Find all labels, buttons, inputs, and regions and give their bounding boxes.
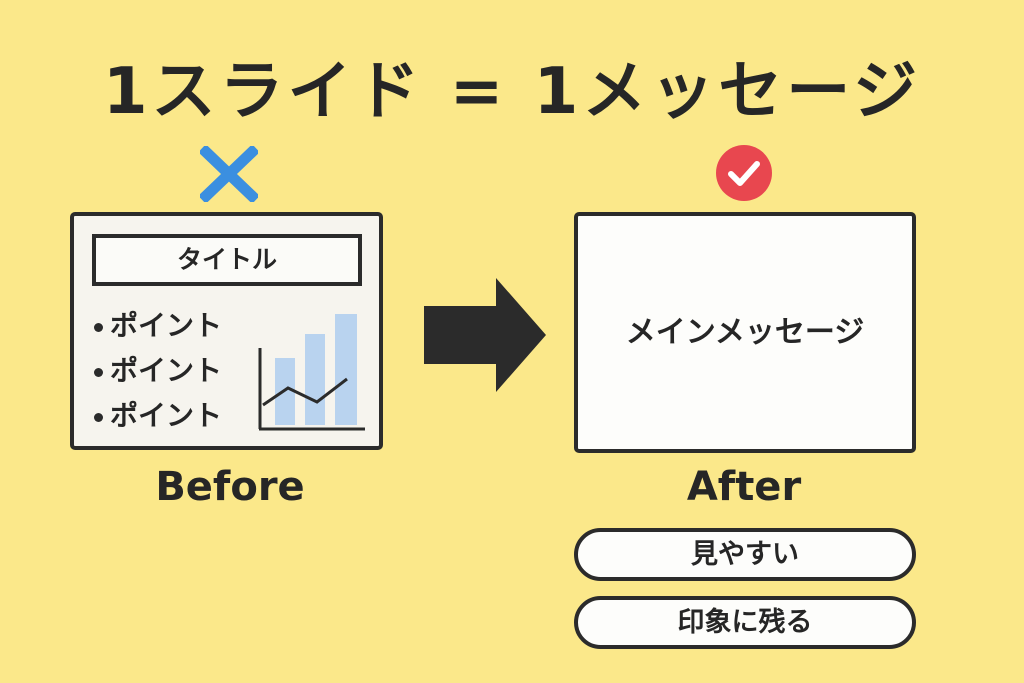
before-caption: Before [155,464,305,510]
right-arrow-icon [424,278,546,392]
bullet-point-label: ポイント [110,354,223,387]
benefit-pill: 見やすい [574,528,916,581]
benefit-pill: 印象に残る [574,596,916,649]
mini-chart-bar [305,334,325,425]
bullet-point: ポイント [94,303,254,348]
bullet-point-label: ポイント [110,399,223,432]
slide-title: 1スライド = 1メッセージ [103,55,921,129]
bullet-dot [94,367,103,377]
bullet-point: ポイント [94,393,254,438]
mini-chart-icon [258,314,365,431]
after-caption: After [686,464,802,510]
bullet-point-label: ポイント [110,309,223,342]
before-title-box: タイトル [92,234,362,286]
before-bullet-list: ポイント ポイント ポイント [94,303,254,438]
mini-chart-line [262,377,348,407]
cross-icon [200,146,258,202]
bullet-dot [94,412,103,422]
main-message: メインメッセージ [625,315,865,350]
bullet-point: ポイント [94,348,254,393]
mini-chart-bar [335,314,357,425]
check-icon [716,145,772,201]
bullet-dot [94,322,103,332]
after-slide-card [574,212,916,453]
